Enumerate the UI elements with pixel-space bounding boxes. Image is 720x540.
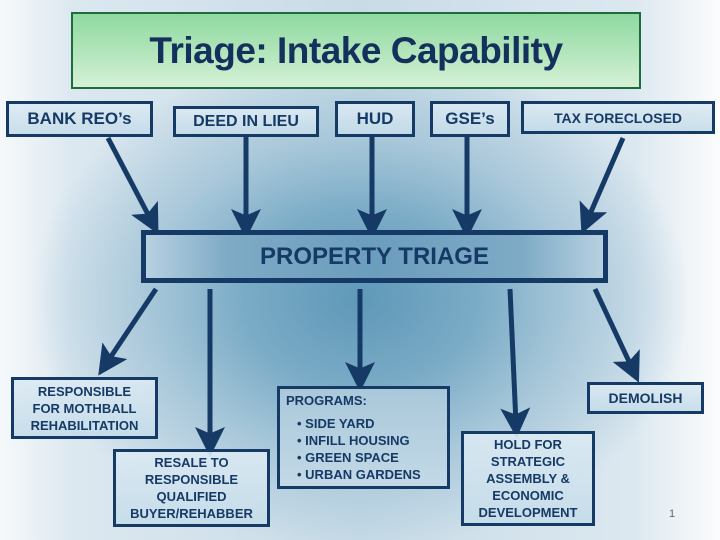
program-item: GREEN SPACE <box>297 449 441 466</box>
outcome-mothball: RESPONSIBLE FOR MOTHBALL REHABILITATION <box>11 377 158 439</box>
slide-title: Triage: Intake Capability <box>149 29 563 71</box>
source-label: BANK REO’s <box>27 109 132 128</box>
arrow-bank-reos-to-triage <box>105 136 159 235</box>
outcome-line: QUALIFIED <box>156 489 227 504</box>
outcome-demolish: DEMOLISH <box>587 382 704 414</box>
program-item: SIDE YARD <box>297 415 441 432</box>
source-label: GSE’s <box>445 109 495 128</box>
source-tax-foreclosed: TAX FORECLOSED <box>521 101 715 134</box>
outcome-line: DEVELOPMENT <box>478 505 578 520</box>
outcome-line: BUYER/REHABBER <box>130 506 253 521</box>
outcome-line: RESPONSIBLE <box>37 383 132 399</box>
arrow-tax-to-triage <box>579 137 626 234</box>
programs-list: SIDE YARD INFILL HOUSING GREEN SPACE URB… <box>286 415 441 483</box>
program-item: URBAN GARDENS <box>297 466 441 483</box>
outcome-line: STRATEGIC <box>490 454 566 469</box>
arrow-triage-to-mothball <box>98 287 159 376</box>
outcome-hold: HOLD FOR STRATEGIC ASSEMBLY & ECONOMIC D… <box>461 431 595 526</box>
source-label: DEED IN LIEU <box>193 112 299 130</box>
programs-heading: PROGRAMS: <box>286 393 367 408</box>
arrow-triage-to-hold <box>500 288 531 438</box>
outcome-programs: PROGRAMS: SIDE YARD INFILL HOUSING GREEN… <box>277 386 450 489</box>
source-bank-reos: BANK REO’s <box>6 101 153 137</box>
outcome-line: RESPONSIBLE <box>144 472 239 487</box>
outcome-line: DEMOLISH <box>608 390 683 406</box>
source-gses: GSE’s <box>430 101 510 137</box>
hub-label: PROPERTY TRIAGE <box>260 242 489 270</box>
property-triage-hub: PROPERTY TRIAGE <box>141 230 608 283</box>
source-label: HUD <box>356 109 394 128</box>
outcome-line: REHABILITATION <box>30 417 139 433</box>
outcome-resale: RESALE TO RESPONSIBLE QUALIFIED BUYER/RE… <box>113 449 270 527</box>
outcome-line: RESALE TO <box>154 455 229 470</box>
source-label: TAX FORECLOSED <box>553 110 683 126</box>
outcome-line: ASSEMBLY & <box>486 471 570 486</box>
program-item: INFILL HOUSING <box>297 432 441 449</box>
source-hud: HUD <box>335 101 415 137</box>
source-deed-in-lieu: DEED IN LIEU <box>173 106 319 137</box>
outcome-line: FOR MOTHBALL <box>32 400 137 416</box>
arrow-triage-to-demolish <box>592 287 640 383</box>
outcome-line: ECONOMIC <box>492 488 564 503</box>
outcome-line: HOLD FOR <box>494 437 562 452</box>
page-number: 1 <box>669 508 676 520</box>
title-banner: Triage: Intake Capability <box>71 12 641 89</box>
